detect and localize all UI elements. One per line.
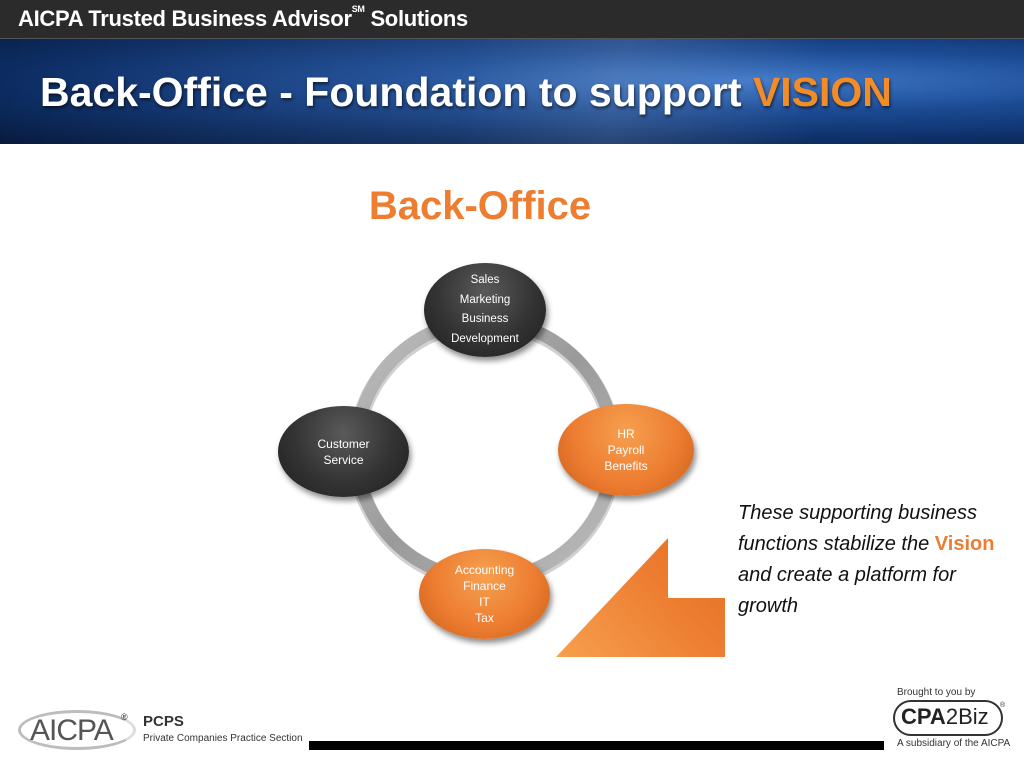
cpa2biz-tagline: A subsidiary of the AICPA: [897, 738, 1011, 749]
node-label: Benefits: [604, 459, 648, 473]
node-label: Payroll: [607, 443, 645, 457]
node-label: Development: [451, 332, 519, 345]
node-label: Service: [323, 452, 364, 467]
node-accounting-finance: Accounting Finance IT Tax: [419, 549, 550, 639]
node-customer-service: Customer Service: [278, 406, 409, 497]
node-label: IT: [479, 595, 490, 609]
slide-title-accent: VISION: [752, 69, 892, 115]
service-mark: SM: [351, 4, 365, 14]
node-label: Marketing: [459, 293, 511, 306]
footer-rule: [309, 741, 884, 750]
cpa2biz-logo: Brought to you by CPA2Biz ® A subsidiary…: [893, 686, 1013, 756]
top-header-bar: AICPA Trusted Business AdvisorSM Solutio…: [0, 0, 1024, 39]
slide-title-main: Back-Office - Foundation to support: [40, 69, 742, 115]
section-heading: Back-Office: [368, 184, 592, 228]
node-hr-payroll: HR Payroll Benefits: [558, 404, 694, 496]
cpa2biz-logo-text: CPA2Biz: [901, 704, 989, 730]
slide-title: Back-Office - Foundation to support VISI…: [40, 69, 892, 116]
node-label: Accounting: [454, 563, 515, 577]
cpa2biz-rest: 2Biz: [945, 704, 989, 729]
cpa2biz-logo-outline: [893, 700, 1003, 736]
banner-gloss: [0, 39, 1024, 144]
node-label: Tax: [475, 611, 494, 625]
aicpa-logo-text: AICPA: [30, 714, 114, 747]
node-label: HR: [617, 427, 635, 441]
cpa2biz-registered-mark: ®: [1000, 702, 1006, 709]
node-label: Customer: [317, 436, 370, 451]
cpa2biz-bold: CPA: [901, 704, 946, 729]
title-banner: Back-Office - Foundation to support VISI…: [0, 39, 1024, 144]
callout-part1: These supporting business functions stab…: [738, 502, 978, 555]
pcps-subtitle: Private Companies Practice Section: [143, 733, 303, 744]
brand-title: AICPA Trusted Business AdvisorSM Solutio…: [18, 4, 468, 32]
node-sales-marketing: Sales Marketing Business Development: [424, 263, 546, 357]
callout-highlight: Vision: [934, 533, 995, 555]
callout-text: These supporting business functions stab…: [738, 498, 998, 622]
corner-bracket-shape: [556, 478, 725, 657]
node-label: Business: [461, 313, 509, 325]
brought-by-text: Brought to you by: [897, 687, 976, 698]
brand-suffix: Solutions: [370, 6, 468, 31]
aicpa-logo-swoosh: [18, 710, 136, 750]
node-label: Sales: [470, 274, 500, 286]
aicpa-registered-mark: ®: [121, 712, 128, 722]
pcps-title: PCPS: [143, 713, 184, 730]
aicpa-logo: AICPA: [18, 708, 138, 752]
brand-name: AICPA Trusted Business Advisor: [18, 6, 352, 31]
node-label: Finance: [463, 579, 506, 593]
callout-part2: and create a platform for growth: [738, 564, 956, 617]
